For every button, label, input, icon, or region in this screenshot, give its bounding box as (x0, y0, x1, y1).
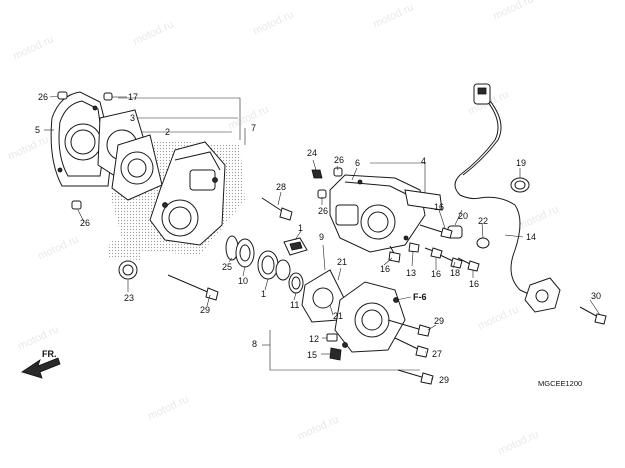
callout-26: 26 (334, 155, 344, 165)
watermark: motod.ru (251, 8, 295, 37)
callout-16: 16 (431, 269, 441, 279)
callout-10: 10 (238, 276, 248, 286)
callout-14: 14 (526, 232, 536, 242)
callout-19: 19 (516, 158, 526, 168)
callout-29: 29 (434, 316, 444, 326)
callout-25: 25 (222, 262, 232, 272)
callout-4: 4 (421, 156, 426, 166)
watermark: motod.ru (131, 18, 175, 47)
pins-upper (311, 167, 343, 199)
callout-26: 26 (38, 92, 48, 102)
callout-13: 13 (406, 268, 416, 278)
callout-7: 7 (251, 123, 256, 133)
watermark: motod.ru (11, 33, 55, 62)
bolts-lower-right (387, 319, 434, 385)
callout-1: 1 (261, 289, 266, 299)
pump-cover-part (149, 141, 226, 246)
callout-16: 16 (434, 202, 444, 212)
watermark: motod.ru (476, 303, 520, 332)
dowel-pin-26b (71, 200, 82, 210)
callout-30: 30 (591, 291, 601, 301)
pump-housing-lower (334, 281, 406, 353)
callout-5: 5 (35, 125, 40, 135)
callout-23: 23 (124, 293, 134, 303)
callout-8: 8 (252, 339, 257, 349)
dowel-pin-17 (103, 92, 113, 101)
watermark: motod.ru (371, 1, 415, 30)
gasket-part (97, 109, 163, 201)
diagram-code: MGCEE1200 (538, 379, 582, 388)
bolts-16-18-13 (388, 224, 480, 272)
callout-labels: 26 17 5 3 2 7 26 23 28 24 26 6 26 4 19 1… (35, 92, 601, 385)
callout-24: 24 (307, 148, 317, 158)
callout-28: 28 (276, 182, 286, 192)
callout-12: 12 (309, 334, 319, 344)
watermark: motod.ru (6, 133, 50, 162)
callout-26: 26 (80, 218, 90, 228)
callout-16: 16 (380, 264, 390, 274)
bolt-29a (167, 274, 219, 301)
pins-left (57, 91, 138, 280)
watermark: motod.ru (496, 428, 540, 457)
callout-29: 29 (439, 375, 449, 385)
callout-3: 3 (130, 113, 135, 123)
arrow-left-icon (21, 357, 61, 379)
impeller-stack (225, 235, 304, 294)
watermark-layer: motod.ru motod.ru motod.ru motod.ru moto… (6, 0, 560, 458)
watermark: motod.ru (36, 233, 80, 262)
grommet-19 (510, 177, 530, 193)
callout-15: 15 (307, 350, 317, 360)
plate-1 (283, 237, 308, 256)
dowel-pin-26a (57, 91, 68, 100)
callout-18: 18 (450, 268, 460, 278)
callout-16: 16 (469, 279, 479, 289)
direction-label: FR. (42, 349, 57, 359)
callout-22: 22 (478, 216, 488, 226)
callout-21: 21 (337, 257, 347, 267)
figure-reference: F-6 (413, 292, 427, 302)
callout-17: 17 (128, 92, 138, 102)
watermark: motod.ru (146, 393, 190, 422)
callout-2: 2 (165, 127, 170, 137)
front-direction-arrow: FR. (21, 349, 61, 379)
callout-20: 20 (458, 211, 468, 221)
sensor-body (524, 277, 561, 313)
fittings-12-15 (326, 333, 342, 361)
callout-11: 11 (290, 300, 299, 310)
oil-seal-23 (118, 260, 138, 280)
watermark: motod.ru (516, 203, 560, 232)
sensor-harness (447, 83, 607, 325)
callout-1: 1 (298, 223, 303, 233)
callout-29: 29 (200, 305, 210, 315)
leader-lines (44, 95, 601, 380)
group-brackets (118, 97, 426, 371)
callout-6: 6 (355, 158, 360, 168)
callout-27: 27 (432, 349, 442, 359)
watermark: motod.ru (296, 413, 340, 442)
callout-21: 21 (333, 311, 343, 321)
thermostat-housing (329, 174, 443, 253)
watermark: motod.ru (491, 0, 535, 23)
callout-26: 26 (318, 206, 328, 216)
bolt-28 (261, 197, 293, 221)
callout-9: 9 (319, 232, 324, 242)
